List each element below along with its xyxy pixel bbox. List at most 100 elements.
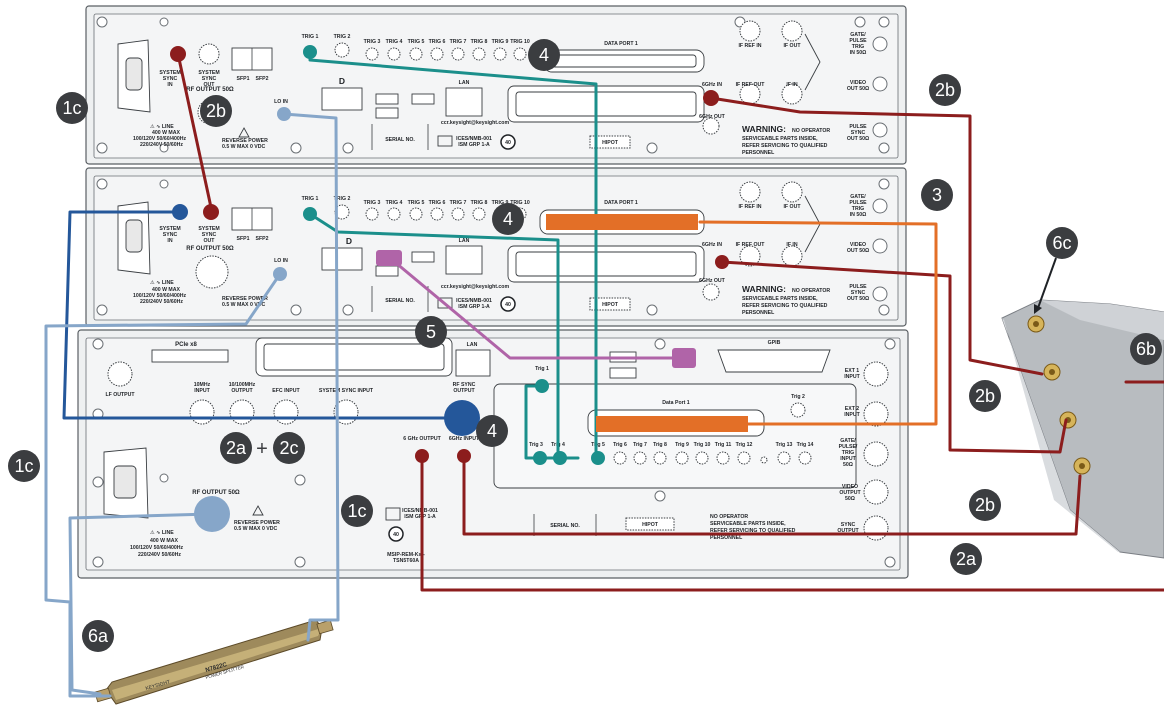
svg-text:Trig 14: Trig 14	[797, 442, 814, 448]
svg-text:SERIAL NO.: SERIAL NO.	[550, 523, 580, 529]
svg-text:IN: IN	[167, 82, 172, 88]
svg-text:100/120V 50/60/400Hz: 100/120V 50/60/400Hz	[130, 545, 183, 551]
svg-text:SERVICEABLE PARTS INSIDE,: SERVICEABLE PARTS INSIDE,	[742, 136, 818, 142]
svg-text:TRIG 9: TRIG 9	[492, 200, 509, 206]
svg-text:REFER SERVICING TO QUALIFIED: REFER SERVICING TO QUALIFIED	[710, 528, 796, 534]
svg-text:EFC INPUT: EFC INPUT	[272, 388, 300, 394]
svg-text:SYNC: SYNC	[851, 290, 866, 296]
svg-text:TRIG 3: TRIG 3	[364, 39, 381, 45]
svg-text:RF OUTPUT 50Ω: RF OUTPUT 50Ω	[186, 246, 234, 252]
svg-text:Trig 2: Trig 2	[791, 394, 805, 400]
svg-text:220/240V 50/60Hz: 220/240V 50/60Hz	[140, 142, 183, 148]
callout-6a: 6a	[82, 620, 114, 652]
svg-text:HIPOT: HIPOT	[602, 302, 619, 308]
svg-text:D: D	[346, 236, 352, 246]
svg-text:NO OPERATOR: NO OPERATOR	[710, 514, 748, 520]
svg-text:⚠ ∿ LINE: ⚠ ∿ LINE	[150, 280, 174, 286]
svg-text:IN: IN	[167, 238, 172, 244]
svg-text:6c: 6c	[1052, 233, 1071, 253]
svg-text:⚠ ∿ LINE: ⚠ ∿ LINE	[150, 530, 174, 536]
callout-2b-top: 2b	[200, 95, 232, 127]
svg-text:SYSTEM: SYSTEM	[159, 226, 180, 232]
svg-text:400 W MAX: 400 W MAX	[150, 538, 179, 544]
svg-text:TSN5T60A: TSN5T60A	[393, 558, 419, 564]
svg-text:ISM GRP 1-A: ISM GRP 1-A	[458, 304, 490, 310]
svg-text:6GHz IN: 6GHz IN	[702, 242, 722, 248]
svg-text:10/100MHz: 10/100MHz	[229, 382, 256, 388]
svg-text:OUT: OUT	[204, 82, 216, 88]
svg-text:TRIG 1: TRIG 1	[302, 196, 319, 202]
svg-text:SYNC: SYNC	[163, 76, 178, 82]
svg-text:4: 4	[487, 421, 497, 441]
svg-text:Data Port 1: Data Port 1	[662, 400, 690, 406]
svg-text:6 GHz OUTPUT: 6 GHz OUTPUT	[403, 436, 441, 442]
callout-2b-right: 2b	[929, 74, 961, 106]
svg-text:0.5 W MAX 0 VDC: 0.5 W MAX 0 VDC	[222, 144, 265, 150]
svg-text:2a: 2a	[956, 549, 977, 569]
callout-4-top: 4	[528, 39, 560, 71]
svg-text:0.5 W MAX 0 VDC: 0.5 W MAX 0 VDC	[234, 526, 277, 532]
svg-text:TRIG 9: TRIG 9	[492, 39, 509, 45]
svg-text:RF SYNC: RF SYNC	[453, 382, 476, 388]
svg-text:PULSE: PULSE	[849, 200, 867, 206]
svg-text:4: 4	[503, 209, 513, 229]
callout-plus: +	[256, 438, 268, 460]
svg-text:TRIG: TRIG	[842, 450, 854, 456]
label-serial-no: SERIAL NO.	[385, 137, 415, 143]
svg-text:40: 40	[393, 532, 399, 538]
svg-text:TRIG 4: TRIG 4	[386, 200, 403, 206]
svg-text:PULSE/: PULSE/	[839, 444, 858, 450]
svg-text:2a: 2a	[226, 438, 247, 458]
svg-text:6a: 6a	[88, 626, 109, 646]
svg-text:Trig 5: Trig 5	[591, 442, 605, 448]
svg-text:ccr.keysight@keysight.com: ccr.keysight@keysight.com	[441, 284, 510, 290]
sma-connectors	[1027, 315, 1091, 475]
svg-text:TRIG 8: TRIG 8	[471, 200, 488, 206]
svg-text:Trig 12: Trig 12	[736, 442, 753, 448]
svg-text:IF IN: IF IN	[786, 82, 797, 88]
svg-text:1c: 1c	[347, 501, 366, 521]
svg-text:PULSE: PULSE	[849, 38, 867, 44]
instrument-unit-1: SYSTEM SYNC IN SYSTEM SYNC OUT SFP1 SFP2…	[85, 5, 907, 165]
label-rf-output: RF OUTPUT 50Ω	[186, 87, 234, 93]
svg-text:PULSE: PULSE	[849, 124, 867, 130]
svg-text:2b: 2b	[975, 495, 995, 515]
svg-text:TRIG 7: TRIG 7	[450, 200, 467, 206]
svg-text:SYNC: SYNC	[851, 130, 866, 136]
svg-text:INPUT: INPUT	[194, 388, 210, 394]
cables	[44, 50, 1164, 698]
svg-text:IF REF OUT: IF REF OUT	[736, 242, 766, 248]
svg-text:6GHz OUT: 6GHz OUT	[699, 278, 725, 284]
cable-lightblue-rf	[68, 512, 212, 696]
svg-text:Trig 1: Trig 1	[535, 366, 549, 372]
svg-text:TRIG 5: TRIG 5	[408, 39, 425, 45]
label-lan: LAN	[459, 80, 470, 86]
svg-text:SYNC: SYNC	[163, 232, 178, 238]
svg-text:100/120V 50/60/400Hz: 100/120V 50/60/400Hz	[133, 136, 186, 142]
svg-text:OUT 50Ω: OUT 50Ω	[847, 86, 869, 92]
svg-text:2b: 2b	[975, 386, 995, 406]
svg-text:100/120V 50/60/400Hz: 100/120V 50/60/400Hz	[133, 293, 186, 299]
svg-text:Trig 7: Trig 7	[633, 442, 647, 448]
svg-text:HIPOT: HIPOT	[602, 140, 619, 146]
label-lo-in: LO IN	[274, 99, 288, 105]
svg-text:LAN: LAN	[467, 342, 478, 348]
svg-text:0.5 W MAX 0 VDC: 0.5 W MAX 0 VDC	[222, 302, 265, 308]
svg-text:SERVICEABLE PARTS INSIDE,: SERVICEABLE PARTS INSIDE,	[710, 521, 786, 527]
svg-text:Trig 6: Trig 6	[613, 442, 627, 448]
svg-text:ccr.keysight@keysight.com: ccr.keysight@keysight.com	[441, 120, 510, 126]
callout-5: 5	[415, 316, 447, 348]
svg-text:OUT: OUT	[204, 238, 216, 244]
cable-lightblue-lo-unit2	[44, 272, 282, 698]
label-system-sync-in: SYSTEM	[159, 70, 180, 76]
svg-text:INPUT: INPUT	[844, 412, 860, 418]
svg-text:6GHz IN: 6GHz IN	[702, 82, 722, 88]
svg-text:TRIG 5: TRIG 5	[408, 200, 425, 206]
svg-text:WARNING:: WARNING:	[742, 284, 786, 294]
cable-red-6ghz-output	[420, 454, 1164, 592]
cable-red-6ghz-input	[462, 454, 1082, 536]
cable-red-sync	[176, 52, 214, 214]
svg-text:5: 5	[426, 322, 436, 342]
